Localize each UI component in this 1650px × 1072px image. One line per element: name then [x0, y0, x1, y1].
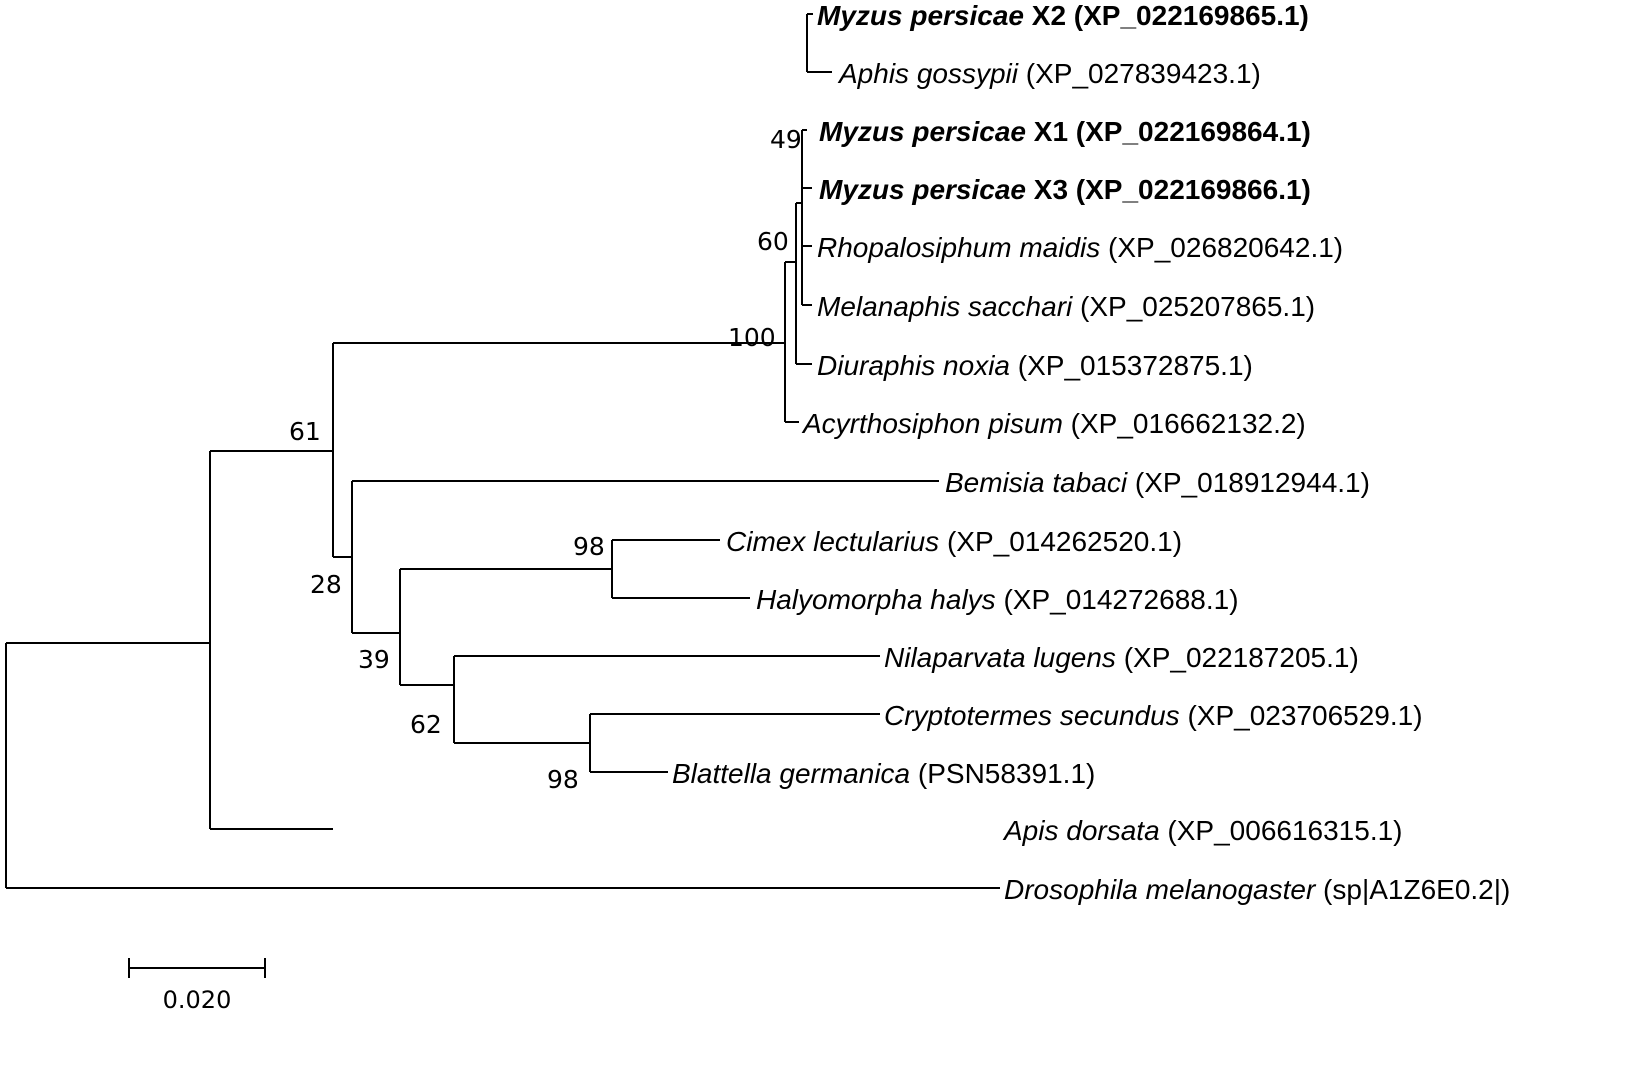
taxon-label: Cimex lectularius (XP_014262520.1): [726, 526, 1182, 557]
species-name: Cryptotermes secundus: [884, 700, 1180, 731]
accession-id: (XP_015372875.1): [1010, 350, 1253, 381]
species-name: Aphis gossypii: [837, 58, 1019, 89]
species-name: Rhopalosiphum maidis: [817, 232, 1100, 263]
accession-id: (XP_023706529.1): [1180, 700, 1423, 731]
taxon-labels: Myzus persicae X2 (XP_022169865.1)Aphis …: [672, 0, 1510, 905]
species-name: Myzus persicae: [817, 0, 1024, 31]
species-name: Melanaphis sacchari: [817, 291, 1073, 322]
taxon-label: Diuraphis noxia (XP_015372875.1): [817, 350, 1253, 381]
species-name: Myzus persicae: [819, 174, 1026, 205]
taxon-label: Aphis gossypii (XP_027839423.1): [837, 58, 1261, 89]
bootstrap-value-28: 28: [310, 570, 342, 599]
taxon-label: Melanaphis sacchari (XP_025207865.1): [817, 291, 1315, 322]
accession-id: (sp|A1Z6E0.2|): [1315, 874, 1510, 905]
accession-id: (XP_006616315.1): [1160, 815, 1403, 846]
species-name: Halyomorpha halys: [756, 584, 996, 615]
bootstrap-value-100: 100: [728, 323, 776, 352]
bootstrap-value-60: 60: [757, 227, 789, 256]
scale-bar: 0.020: [128, 958, 266, 1014]
accession-id: (PSN58391.1): [910, 758, 1095, 789]
bootstrap-value-49: 49: [770, 125, 802, 154]
taxon-label: Rhopalosiphum maidis (XP_026820642.1): [817, 232, 1343, 263]
accession-id: X3 (XP_022169866.1): [1026, 174, 1311, 205]
taxon-label: Nilaparvata lugens (XP_022187205.1): [884, 642, 1359, 673]
bootstrap-value-98: 98: [573, 532, 605, 561]
bootstrap-value-98: 98: [547, 765, 579, 794]
accession-id: (XP_014262520.1): [939, 526, 1182, 557]
species-name: Blattella germanica: [672, 758, 910, 789]
accession-id: (XP_016662132.2): [1063, 408, 1306, 439]
taxon-label: Halyomorpha halys (XP_014272688.1): [756, 584, 1239, 615]
taxon-label: Myzus persicae X1 (XP_022169864.1): [819, 116, 1311, 147]
taxon-label: Acyrthosiphon pisum (XP_016662132.2): [801, 408, 1306, 439]
taxon-label: Bemisia tabaci (XP_018912944.1): [945, 467, 1370, 498]
accession-id: (XP_022187205.1): [1116, 642, 1359, 673]
bootstrap-value-61: 61: [289, 417, 321, 446]
species-name: Nilaparvata lugens: [884, 642, 1116, 673]
accession-id: (XP_018912944.1): [1127, 467, 1370, 498]
species-name: Diuraphis noxia: [817, 350, 1010, 381]
species-name: Cimex lectularius: [726, 526, 939, 557]
accession-id: (XP_014272688.1): [996, 584, 1239, 615]
bootstrap-value-39: 39: [358, 645, 390, 674]
taxon-label: Drosophila melanogaster (sp|A1Z6E0.2|): [1004, 874, 1510, 905]
species-name: Apis dorsata: [1002, 815, 1160, 846]
species-name: Bemisia tabaci: [945, 467, 1128, 498]
bootstrap-values: 49 60 100 61 98 28 39 62 98: [289, 125, 802, 794]
bootstrap-value-62: 62: [410, 710, 442, 739]
scale-bar-label: 0.020: [163, 986, 232, 1014]
species-name: Drosophila melanogaster: [1004, 874, 1317, 905]
taxon-label: Myzus persicae X2 (XP_022169865.1): [817, 0, 1309, 31]
species-name: Myzus persicae: [819, 116, 1026, 147]
taxon-label: Cryptotermes secundus (XP_023706529.1): [884, 700, 1423, 731]
taxon-label: Apis dorsata (XP_006616315.1): [1002, 815, 1403, 846]
tree-branches: [5, 13, 1000, 889]
accession-id: X2 (XP_022169865.1): [1024, 0, 1309, 31]
species-name: Acyrthosiphon pisum: [801, 408, 1063, 439]
taxon-label: Myzus persicae X3 (XP_022169866.1): [819, 174, 1311, 205]
taxon-label: Blattella germanica (PSN58391.1): [672, 758, 1095, 789]
accession-id: (XP_025207865.1): [1072, 291, 1315, 322]
accession-id: X1 (XP_022169864.1): [1026, 116, 1311, 147]
accession-id: (XP_027839423.1): [1018, 58, 1261, 89]
accession-id: (XP_026820642.1): [1100, 232, 1343, 263]
